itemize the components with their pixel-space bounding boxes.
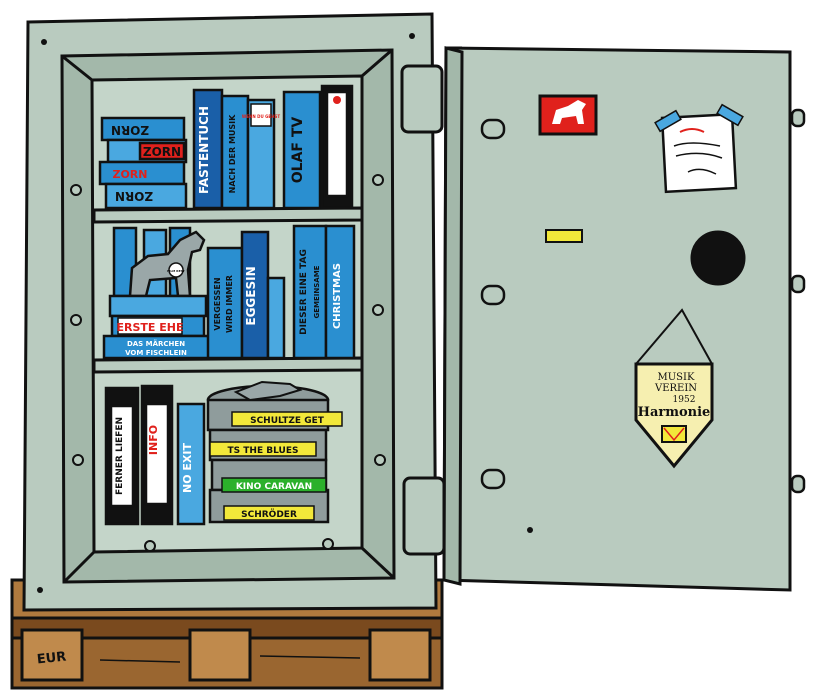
pennant-line-2: VEREIN — [654, 383, 697, 394]
nach-der-musik-spine: NACH DER MUSIK — [228, 114, 237, 193]
wooden-horse-figure — [128, 230, 206, 298]
pennant-line-1: MUSIK — [658, 372, 695, 383]
film-can-3-label: KINO CARAVAN — [236, 482, 312, 492]
dieser-eine-tag-2: GEMEINSAME — [313, 265, 321, 318]
info-binder: INFO — [147, 425, 160, 455]
no-exit-spine: NO EXIT — [181, 443, 194, 493]
film-can-2-label: TS THE BLUES — [228, 446, 299, 456]
pennant-year: 1952 — [673, 395, 696, 405]
drum-icon — [661, 425, 687, 443]
ferner-liefen-binder: FERNER LIEFEN — [115, 417, 125, 495]
pennant-name: Harmonie — [638, 405, 711, 420]
zorn-book-4: ZORN — [115, 189, 153, 203]
vergessen-title-1: VERGESSEN — [213, 277, 222, 330]
taped-note — [654, 103, 744, 194]
erste-ehe-title: ERSTE EHE — [117, 321, 184, 334]
fastentuch-spine: FASTENTUCH — [197, 106, 211, 194]
fischlein-title-2: VOM FISCHLEIN — [125, 349, 187, 357]
safe-door: MUSIK VEREIN 1952 Harmonie — [442, 46, 806, 592]
horse-tag: FILM REST — [167, 269, 186, 273]
yellow-tape — [545, 229, 583, 243]
zorn-book-3: ZORN — [112, 168, 147, 181]
zorn-book-1: ZORN — [111, 123, 149, 137]
vergessen-title-2: WIRD IMMER — [225, 275, 234, 333]
horse-icon — [552, 100, 586, 124]
door-hinges — [400, 64, 446, 556]
euro-pallet: EUR — [10, 578, 444, 690]
olaf-tv-spine: OLAF TV — [290, 117, 306, 184]
pallet-stamp: EUR — [36, 650, 67, 668]
wenn-du-gehst-label: WENN DU GEHST — [242, 114, 280, 119]
harmonie-pennant: MUSIK VEREIN 1952 Harmonie — [634, 308, 714, 469]
combination-dial[interactable] — [690, 230, 746, 286]
zorn-book-2: ZORN — [143, 145, 181, 159]
bottom-shelf: FERNER LIEFEN INFO NO EXIT SCHULTZE GET … — [104, 380, 343, 526]
middle-shelf: FILM REST ERSTE EHE DAS MÄRCHEN VOM FISC… — [102, 224, 356, 360]
fischlein-title-1: DAS MÄRCHEN — [127, 339, 185, 348]
film-can-1-label: SCHULTZE GET — [250, 416, 325, 426]
film-can-4-label: SCHRÖDER — [241, 509, 297, 520]
eggesin-spine: EGGESIN — [244, 266, 258, 325]
dieser-eine-tag-1: DIESER EINE TAG — [299, 249, 309, 335]
key-icon — [233, 380, 303, 402]
top-shelf: ZORN ZORN ZORN ZORN FASTENTUCH NACH DER … — [98, 84, 354, 210]
christmas-spine: CHRISTMAS — [332, 263, 343, 329]
film-can-stack: SCHULTZE GET TS THE BLUES KINO CARAVAN S… — [206, 380, 343, 524]
